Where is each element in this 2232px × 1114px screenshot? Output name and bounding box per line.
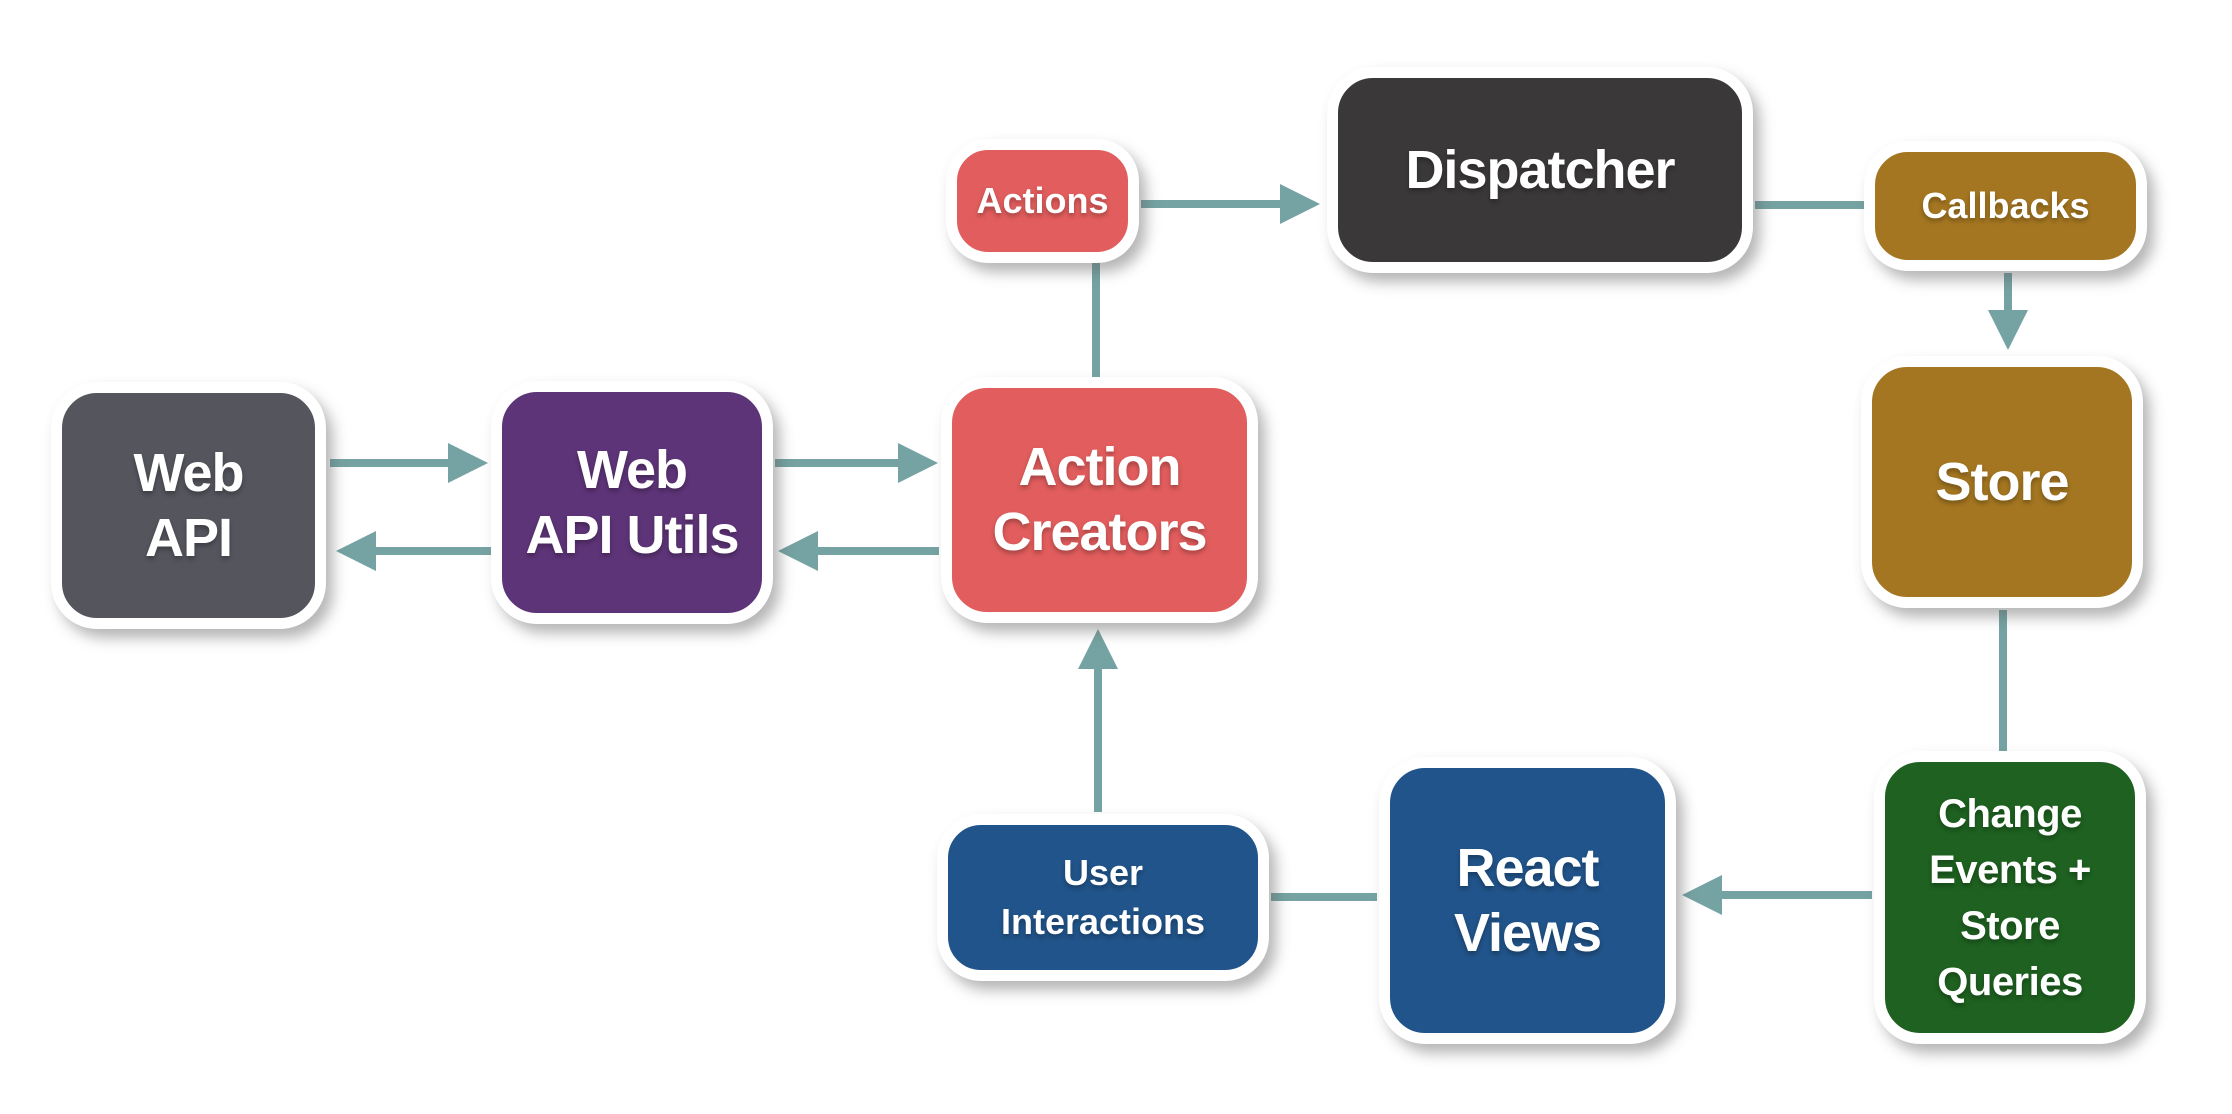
node-change-events-store-queries: Change Events + Store Queries: [1874, 751, 2146, 1044]
node-actions: Actions: [946, 139, 1139, 263]
node-label-line: Action: [1018, 437, 1182, 498]
node-label-line: Views: [1453, 902, 1602, 963]
node-store: Store: [1861, 356, 2143, 608]
node-label-line: Store: [1935, 451, 2069, 512]
node-dispatcher: Dispatcher: [1327, 67, 1753, 273]
node-label-line: API: [144, 507, 233, 568]
node-web-api-utils: Web API Utils: [491, 381, 773, 624]
node-label-line: Queries: [1937, 959, 2083, 1004]
node-action-creators: Action Creators: [941, 377, 1258, 623]
node-label-line: User: [1062, 851, 1144, 893]
node-label-line: Change: [1938, 791, 2082, 836]
node-user-interactions: User Interactions: [937, 814, 1269, 981]
node-label-line: React: [1456, 837, 1599, 898]
node-web-api: Web API: [51, 382, 326, 629]
node-callbacks: Callbacks: [1864, 141, 2147, 271]
node-label-line: Web: [133, 442, 244, 503]
node-label-line: Callbacks: [1921, 184, 2090, 226]
node-label-line: Interactions: [1000, 900, 1206, 942]
node-label-line: Actions: [976, 179, 1109, 221]
edge-group: [330, 184, 2028, 915]
node-label-line: Dispatcher: [1405, 139, 1675, 200]
node-label-line: Events +: [1929, 847, 2091, 892]
node-react-views: React Views: [1379, 757, 1676, 1044]
node-label-line: Creators: [992, 502, 1207, 562]
node-label-line: Web: [576, 439, 688, 500]
node-label-line: API Utils: [525, 504, 739, 565]
node-label-line: Store: [1960, 903, 2060, 948]
